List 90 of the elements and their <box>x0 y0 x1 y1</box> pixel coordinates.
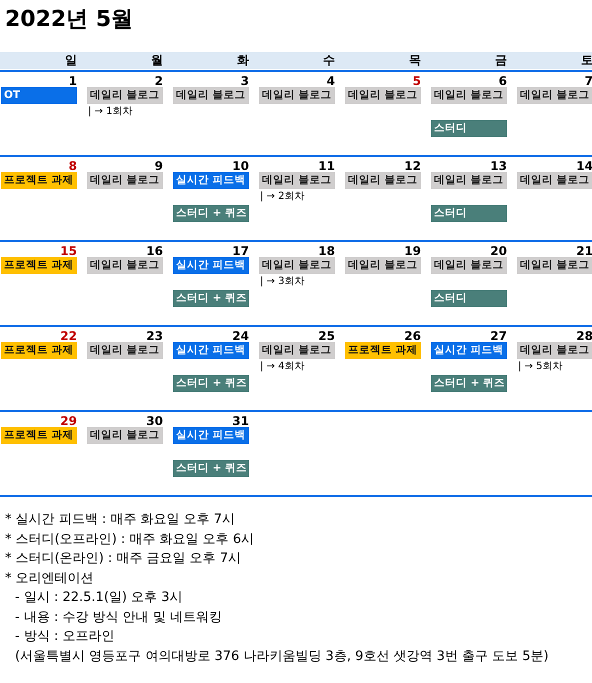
day-number: 29 <box>59 414 77 428</box>
event-bar: 데일리 블로그 <box>517 257 592 274</box>
note-text: | → 1회차 <box>88 106 132 118</box>
event-bar: 데일리 블로그 <box>259 87 335 104</box>
weekday-label: 토 <box>580 53 592 67</box>
day-number: 31 <box>231 414 249 428</box>
day-number: 23 <box>145 329 163 343</box>
day-number: 21 <box>575 244 592 258</box>
day-number: 27 <box>489 329 507 343</box>
event-bar: 데일리 블로그 <box>345 257 421 274</box>
day-number: 2 <box>154 74 163 88</box>
day-number: 15 <box>59 244 77 258</box>
day-number: 13 <box>489 159 507 173</box>
event-bar: 실시간 피드백 <box>431 342 507 359</box>
day-number: 17 <box>231 244 249 258</box>
event-bar: 프로젝트 과제 <box>1 257 77 274</box>
event-bar: 데일리 블로그 <box>259 172 335 189</box>
event-bar: 데일리 블로그 <box>87 342 163 359</box>
day-number: 11 <box>317 159 335 173</box>
event-bar: 스터디 <box>431 205 507 222</box>
day-number: 12 <box>403 159 421 173</box>
weekday-label: 목 <box>408 53 421 67</box>
event-bar: 프로젝트 과제 <box>1 342 77 359</box>
event-bar: 프로젝트 과제 <box>345 342 421 359</box>
event-bar: 데일리 블로그 <box>517 87 592 104</box>
day-number: 1 <box>68 74 77 88</box>
event-bar: 프로젝트 과제 <box>1 427 77 444</box>
note-line: * 스터디(오프라인) : 매주 화요일 오후 6시 <box>5 532 254 548</box>
event-bar: 데일리 블로그 <box>431 87 507 104</box>
note-line: * 실시간 피드백 : 매주 화요일 오후 7시 <box>5 512 236 528</box>
event-bar: 데일리 블로그 <box>259 342 335 359</box>
day-number: 28 <box>575 329 592 343</box>
day-number: 22 <box>59 329 77 343</box>
title: 2022년 5월 <box>5 6 134 34</box>
event-bar: 실시간 피드백 <box>173 172 249 189</box>
day-number: 6 <box>498 74 507 88</box>
note-line: * 오리엔테이션 <box>5 570 94 586</box>
day-number: 20 <box>489 244 507 258</box>
day-number: 18 <box>317 244 335 258</box>
event-bar: 스터디 + 퀴즈 <box>173 460 249 477</box>
event-bar: 데일리 블로그 <box>87 87 163 104</box>
event-bar: 데일리 블로그 <box>87 427 163 444</box>
day-number: 30 <box>145 414 163 428</box>
day-number: 9 <box>154 159 163 173</box>
weekday-label: 월 <box>150 53 163 67</box>
day-number: 8 <box>68 159 77 173</box>
event-bar: 스터디 <box>431 290 507 307</box>
event-bar: 데일리 블로그 <box>345 87 421 104</box>
note-line: (서울특별시 영등포구 여의대방로 376 나라키움빌딩 3층, 9호선 샛강역 3번 출구 도보 5분) <box>15 648 549 664</box>
event-bar: 스터디 + 퀴즈 <box>431 375 507 392</box>
day-number: 16 <box>145 244 163 258</box>
event-bar: 데일리 블로그 <box>517 342 592 359</box>
day-number: 24 <box>231 329 249 343</box>
day-number: 25 <box>317 329 335 343</box>
event-bar: 데일리 블로그 <box>259 257 335 274</box>
weekday-label: 수 <box>322 53 335 67</box>
note-text: | → 5회차 <box>518 361 562 373</box>
event-bar: 스터디 + 퀴즈 <box>173 375 249 392</box>
note-text: | → 3회차 <box>260 276 304 288</box>
event-bar: 데일리 블로그 <box>345 172 421 189</box>
day-number: 4 <box>326 74 335 88</box>
note-line: - 내용 : 수강 방식 안내 및 네트워킹 <box>15 610 222 626</box>
note-text: | → 4회차 <box>260 361 304 373</box>
event-bar: 데일리 블로그 <box>173 87 249 104</box>
day-number: 19 <box>403 244 421 258</box>
note-line: - 방식 : 오프라인 <box>15 629 114 645</box>
day-number: 7 <box>584 74 592 88</box>
day-number: 5 <box>412 74 421 88</box>
day-number: 3 <box>240 74 249 88</box>
event-bar: 스터디 + 퀴즈 <box>173 205 249 222</box>
event-bar: 스터디 + 퀴즈 <box>173 290 249 307</box>
event-bar: 실시간 피드백 <box>173 427 249 444</box>
note-line: - 일시 : 22.5.1(일) 오후 3시 <box>15 590 182 606</box>
event-bar: 데일리 블로그 <box>431 172 507 189</box>
weekday-label: 일 <box>64 53 77 67</box>
event-bar: 데일리 블로그 <box>517 172 592 189</box>
weekday-label: 화 <box>236 53 249 67</box>
weekday-label: 금 <box>494 53 507 67</box>
day-number: 26 <box>403 329 421 343</box>
event-bar: 프로젝트 과제 <box>1 172 77 189</box>
note-text: | → 2회차 <box>260 191 304 203</box>
event-bar: 실시간 피드백 <box>173 257 249 274</box>
event-bar: OT <box>1 87 77 104</box>
event-bar: 스터디 <box>431 120 507 137</box>
note-line: * 스터디(온라인) : 매주 금요일 오후 7시 <box>5 551 242 567</box>
event-bar: 데일리 블로그 <box>87 172 163 189</box>
event-bar: 데일리 블로그 <box>87 257 163 274</box>
day-number: 10 <box>231 159 249 173</box>
event-bar: 실시간 피드백 <box>173 342 249 359</box>
event-bar: 데일리 블로그 <box>431 257 507 274</box>
